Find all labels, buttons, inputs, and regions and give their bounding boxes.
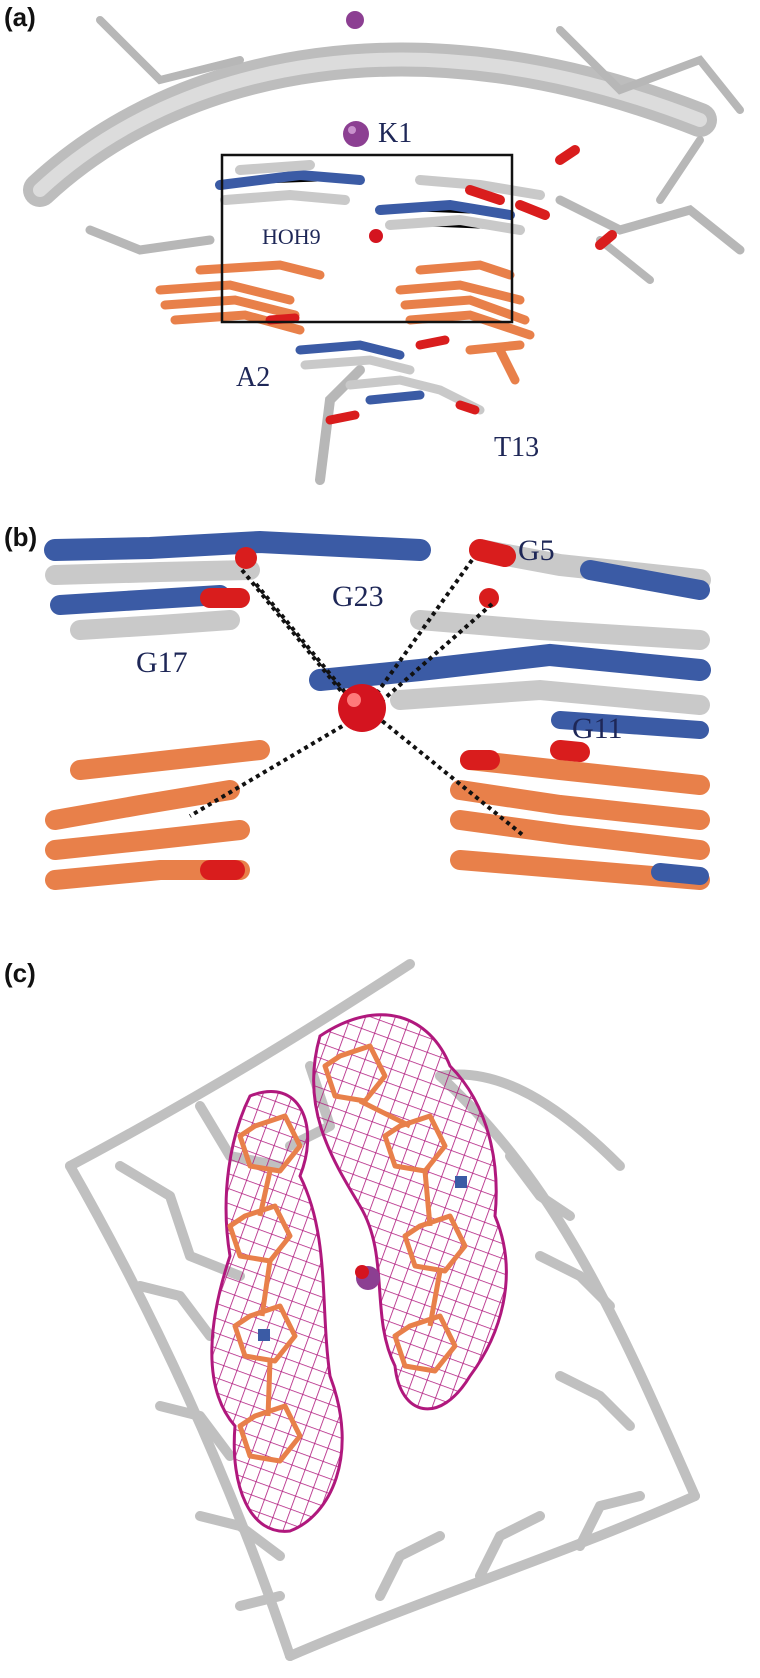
label-a2: A2 bbox=[236, 362, 271, 393]
ligand-oxygens bbox=[265, 313, 450, 350]
base-g5-g11 bbox=[309, 539, 711, 739]
g-quartet-upper bbox=[215, 145, 617, 250]
potassium-ion bbox=[343, 121, 369, 147]
panel-c: (c) bbox=[0, 956, 760, 1678]
water-molecule bbox=[369, 229, 383, 243]
panel-label: (a) bbox=[4, 2, 36, 32]
panel-b-structure bbox=[0, 520, 760, 900]
panel-a: (a) K1 HOH9 A2 T13 bbox=[0, 0, 760, 490]
highlight-box bbox=[220, 153, 514, 324]
ligand-stacks bbox=[155, 260, 535, 385]
label-g5: G5 bbox=[518, 534, 555, 567]
coordination-lines bbox=[188, 558, 526, 838]
water-molecule bbox=[355, 1265, 369, 1279]
base-g17-g23 bbox=[44, 530, 431, 640]
ligand-stacks-lower bbox=[45, 740, 710, 890]
central-water bbox=[338, 684, 386, 732]
label-g23: G23 bbox=[332, 580, 384, 613]
panel-c-structure bbox=[0, 956, 760, 1678]
base-pair-a2-t13 bbox=[295, 340, 485, 425]
label-t13: T13 bbox=[494, 432, 540, 463]
panel-label: (b) bbox=[4, 522, 38, 552]
panel-label: (c) bbox=[4, 958, 36, 988]
dna-backbone-ribbon bbox=[23, 16, 745, 485]
panel-a-structure bbox=[0, 0, 760, 490]
label-k1: K1 bbox=[378, 118, 413, 149]
panel-b: (b) G5 G23 G17 G11 bbox=[0, 520, 760, 900]
label-hoh9: HOH9 bbox=[262, 224, 321, 249]
ligand-sticks bbox=[227, 1043, 468, 1464]
label-g17: G17 bbox=[136, 646, 188, 679]
label-g11: G11 bbox=[572, 712, 623, 745]
